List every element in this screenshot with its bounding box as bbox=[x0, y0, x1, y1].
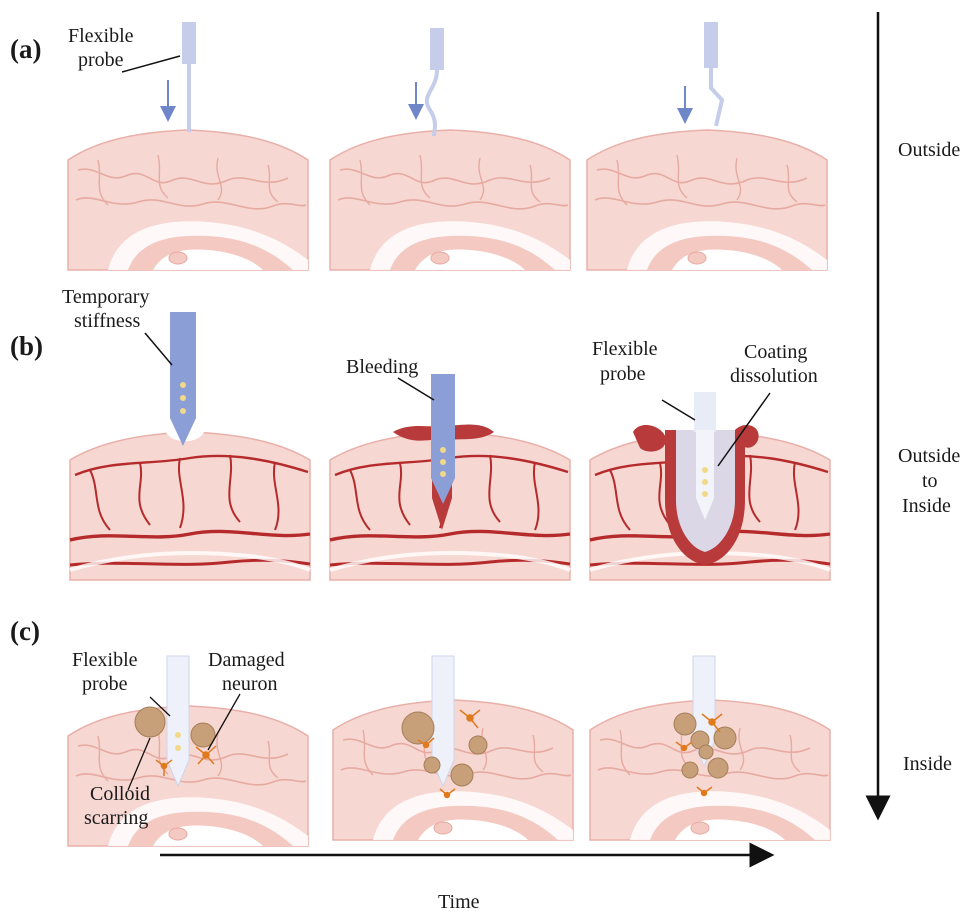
depth-label-mid: to bbox=[922, 470, 938, 492]
time-label: Time bbox=[438, 891, 480, 913]
glial-scar bbox=[135, 707, 165, 737]
scarring-label: Colloid bbox=[90, 783, 150, 805]
panel-label-a: (a) bbox=[10, 34, 41, 64]
buckled-probe bbox=[711, 68, 722, 126]
row-c bbox=[68, 656, 830, 846]
row-a bbox=[68, 22, 827, 270]
probe-label: probe bbox=[78, 49, 124, 71]
flexible-probe bbox=[182, 22, 196, 64]
probe-shank bbox=[187, 64, 191, 132]
stiffened-probe bbox=[431, 374, 455, 504]
depth-label-outside: Outside bbox=[898, 139, 960, 161]
brain-section bbox=[68, 130, 308, 270]
probe-label: Flexible bbox=[68, 25, 134, 47]
coating-label: dissolution bbox=[730, 365, 818, 387]
flexible-probe bbox=[167, 656, 189, 786]
vascular-brain-section bbox=[70, 432, 310, 580]
neuron-label: neuron bbox=[222, 673, 278, 695]
stiffness-label: stiffness bbox=[74, 310, 141, 332]
bleeding-label: Bleeding bbox=[346, 356, 418, 378]
depth-label-mid: Outside bbox=[898, 445, 960, 467]
probe-label: probe bbox=[82, 673, 128, 695]
scarring-label: scarring bbox=[84, 807, 148, 829]
probe-label: Flexible bbox=[72, 649, 138, 671]
glial-scar bbox=[402, 712, 434, 744]
leader-line bbox=[662, 400, 695, 420]
buckled-probe bbox=[427, 70, 437, 136]
brain-section bbox=[587, 130, 827, 270]
panel-label-b: (b) bbox=[10, 331, 43, 361]
probe-label: probe bbox=[600, 363, 646, 385]
leader-line bbox=[398, 378, 434, 400]
probe-label: Flexible bbox=[592, 338, 658, 360]
stiffened-probe bbox=[170, 312, 196, 446]
leader-line bbox=[122, 56, 180, 72]
neuron-label: Damaged bbox=[208, 649, 285, 671]
depth-label-mid: Inside bbox=[902, 495, 951, 517]
coating-label: Coating bbox=[744, 341, 807, 363]
panel-label-c: (c) bbox=[10, 616, 40, 646]
flexible-probe bbox=[430, 28, 444, 70]
brain-section bbox=[330, 130, 570, 270]
leader-line bbox=[145, 333, 172, 365]
flexible-probe bbox=[704, 22, 718, 68]
row-b bbox=[70, 312, 830, 580]
glial-scar bbox=[674, 713, 696, 735]
stiffness-label: Temporary bbox=[62, 286, 149, 308]
depth-label-inside: Inside bbox=[903, 753, 952, 775]
